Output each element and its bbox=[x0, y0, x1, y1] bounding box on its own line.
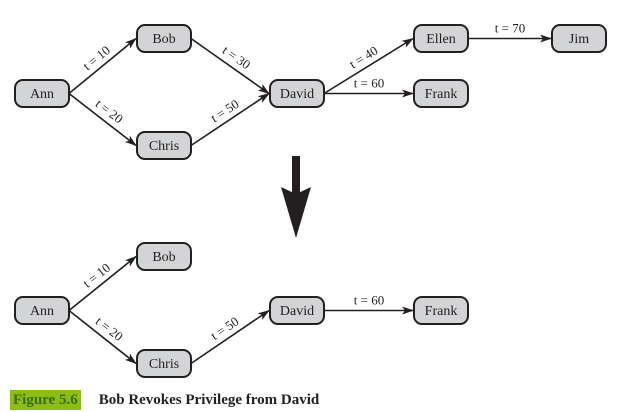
node-label: Ann bbox=[30, 87, 54, 102]
figure-number: Figure 5.6 bbox=[10, 390, 81, 410]
node-bob: Bob bbox=[136, 24, 192, 53]
node-box bbox=[136, 242, 192, 271]
edge-david-frank: t = 60 bbox=[324, 76, 414, 98]
edge-label: t = 10 bbox=[80, 42, 113, 73]
edge-label: t = 60 bbox=[354, 293, 384, 308]
edge-david-frank: t = 60 bbox=[324, 293, 414, 315]
edge-ann-chris: t = 20 bbox=[68, 309, 137, 365]
edge-chris-david: t = 50 bbox=[190, 92, 270, 147]
figure-caption: Figure 5.6 Bob Revokes Privilege from Da… bbox=[10, 389, 319, 411]
node-label: Frank bbox=[425, 304, 458, 319]
edge-label: t = 70 bbox=[495, 21, 525, 36]
node-chris: Chris bbox=[136, 131, 192, 160]
edge-arrow bbox=[323, 37, 414, 95]
node-label: Bob bbox=[152, 32, 175, 47]
node-label: David bbox=[280, 87, 314, 102]
node-box bbox=[413, 24, 469, 53]
edge-arrow bbox=[68, 92, 137, 147]
node-frank: Frank bbox=[413, 296, 469, 325]
node-box bbox=[269, 296, 325, 325]
edge-chris-david: t = 50 bbox=[190, 309, 270, 365]
edge-label: t = 30 bbox=[220, 43, 254, 73]
node-box bbox=[136, 349, 192, 378]
node-box bbox=[14, 79, 70, 108]
node-label: Chris bbox=[149, 357, 179, 372]
down-arrow-icon bbox=[281, 156, 311, 238]
node-box bbox=[413, 79, 469, 108]
edge-label: t = 20 bbox=[93, 313, 126, 344]
node-jim: Jim bbox=[551, 24, 607, 53]
edge-label: t = 50 bbox=[208, 314, 242, 343]
edge-label: t = 50 bbox=[208, 96, 242, 125]
edge-arrow bbox=[190, 309, 270, 365]
node-label: Bob bbox=[152, 250, 175, 265]
diagram-before: t = 10 t = 20 t = 30 t = 50 t = 40 t = 60 t = … bbox=[14, 21, 607, 160]
node-box bbox=[136, 131, 192, 160]
node-box bbox=[551, 24, 607, 53]
node-ellen: Ellen bbox=[413, 24, 469, 53]
edge-arrow bbox=[190, 92, 270, 147]
edge-ann-bob: t = 10 bbox=[68, 255, 137, 312]
node-ann: Ann bbox=[14, 79, 70, 108]
node-david: David bbox=[269, 296, 325, 325]
edge-ellen-jim: t = 70 bbox=[468, 21, 552, 43]
node-frank: Frank bbox=[413, 79, 469, 108]
node-label: Jim bbox=[569, 32, 589, 47]
edge-arrow bbox=[68, 309, 137, 365]
node-box bbox=[136, 24, 192, 53]
node-ann: Ann bbox=[14, 296, 70, 325]
edge-ann-chris: t = 20 bbox=[68, 92, 137, 147]
edge-label: t = 20 bbox=[93, 96, 126, 126]
figure-title: Bob Revokes Privilege from David bbox=[98, 391, 320, 408]
edge-label: t = 40 bbox=[347, 43, 381, 72]
node-david: David bbox=[269, 79, 325, 108]
edge-ann-bob: t = 10 bbox=[68, 37, 137, 95]
node-label: Chris bbox=[149, 139, 179, 154]
node-label: David bbox=[280, 304, 314, 319]
node-label: Frank bbox=[425, 87, 458, 102]
node-label: Ann bbox=[30, 304, 54, 319]
edge-label: t = 60 bbox=[354, 76, 384, 91]
edge-arrow bbox=[190, 37, 270, 95]
edge-bob-david: t = 30 bbox=[190, 37, 270, 95]
edge-arrow bbox=[68, 255, 137, 312]
node-chris: Chris bbox=[136, 349, 192, 378]
node-bob: Bob bbox=[136, 242, 192, 271]
node-box bbox=[14, 296, 70, 325]
node-box bbox=[269, 79, 325, 108]
node-box bbox=[413, 296, 469, 325]
edge-label: t = 10 bbox=[80, 260, 113, 291]
edge-arrow bbox=[68, 37, 137, 95]
node-label: Ellen bbox=[426, 32, 456, 47]
